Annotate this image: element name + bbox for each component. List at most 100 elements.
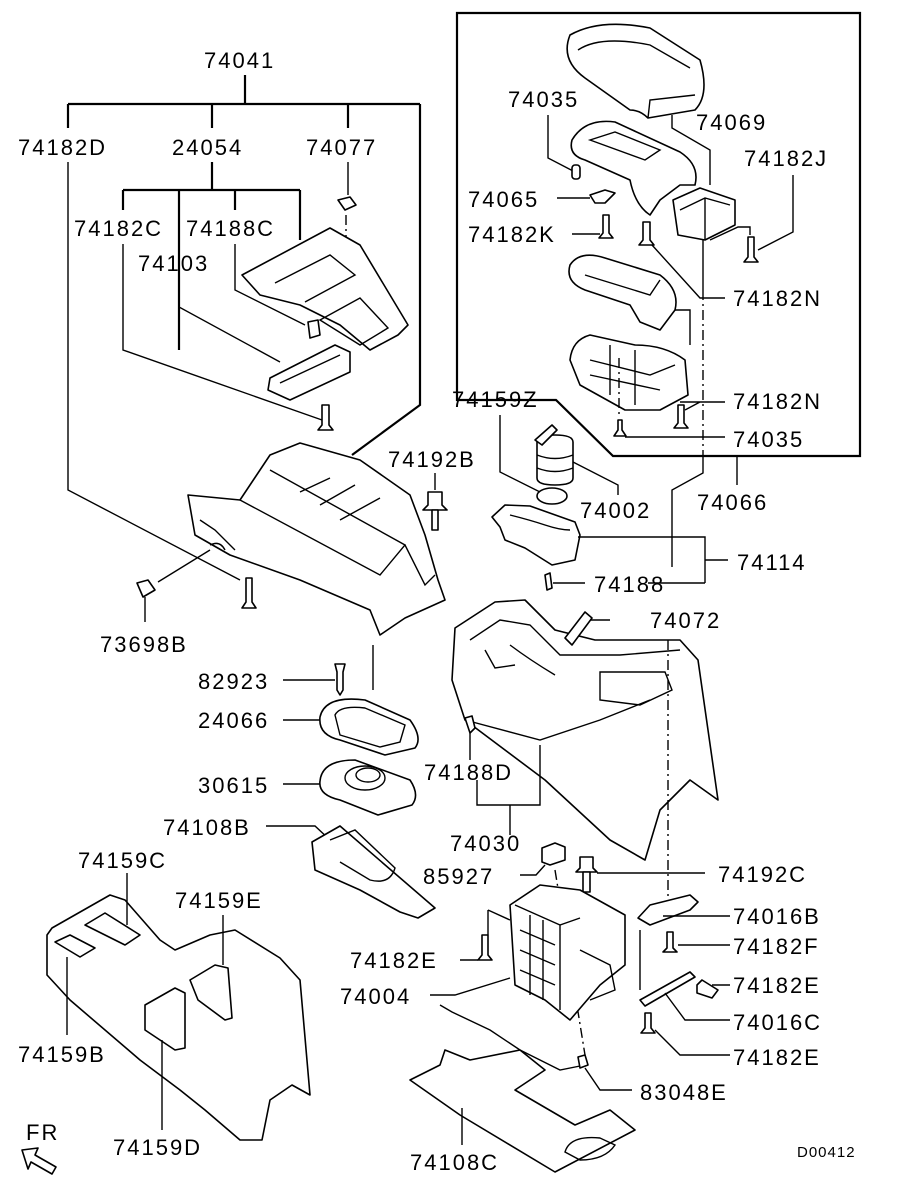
panel-74072 <box>564 611 593 646</box>
pad-74159B <box>54 934 96 958</box>
label-74188D: 74188D <box>424 760 513 785</box>
label-74016C: 74016C <box>733 1010 822 1035</box>
screw-74182K <box>598 214 614 239</box>
mat-74108B <box>311 825 436 919</box>
label-74159D: 74159D <box>113 1135 202 1160</box>
pad-74159E <box>189 964 233 1021</box>
front-direction-arrow-icon <box>21 1147 57 1175</box>
connector-83048E <box>577 1054 589 1069</box>
clip-73698B <box>136 579 156 598</box>
label-74002: 74002 <box>580 498 651 523</box>
clip-85927 <box>541 842 566 866</box>
screw-74182J <box>743 236 759 263</box>
label-74182E-lower: 74182E <box>733 1045 821 1070</box>
leader-74103 <box>178 278 281 363</box>
mat-74108C <box>409 1049 636 1173</box>
clip-74188D <box>464 715 476 734</box>
label-74159E: 74159E <box>175 888 263 913</box>
clip-74188C <box>307 319 321 339</box>
label-74192B: 74192B <box>388 447 476 472</box>
label-74004: 74004 <box>340 984 411 1009</box>
bolt-74192B <box>422 491 448 511</box>
ashtray-lid-74159Z <box>536 487 568 505</box>
screw-74182C <box>317 404 334 431</box>
bolt-74182E-right <box>696 979 719 999</box>
latch-74069 <box>672 187 736 241</box>
screw-74182E-left <box>477 934 493 961</box>
label-74065: 74065 <box>468 187 539 212</box>
label-74188: 74188 <box>594 572 665 597</box>
diagram-id: D00412 <box>797 1144 856 1161</box>
front-console-body <box>187 442 446 636</box>
label-front-direction: FR <box>26 1120 59 1145</box>
bolt-74192C <box>575 856 598 873</box>
label-74182N-upper: 74182N <box>733 286 822 311</box>
label-74035-lower: 74035 <box>733 427 804 452</box>
label-74159Z: 74159Z <box>452 387 539 412</box>
label-74108C: 74108C <box>410 1150 499 1175</box>
pin-74035-lower <box>613 419 627 437</box>
label-74030: 74030 <box>450 831 521 856</box>
label-74103: 74103 <box>138 251 209 276</box>
label-83048E: 83048E <box>640 1080 728 1105</box>
pad-74159D <box>144 987 186 1051</box>
label-24054: 24054 <box>172 135 243 160</box>
clip-74065 <box>589 189 616 204</box>
pin-74035 <box>571 164 581 180</box>
leader-74182C <box>122 244 323 421</box>
label-74069: 74069 <box>696 110 767 135</box>
bar-74016C <box>639 971 696 1007</box>
label-30615: 30615 <box>198 773 269 798</box>
clip-74188 <box>544 572 553 591</box>
screw-74182F <box>662 931 678 953</box>
screw-82923 <box>334 663 346 696</box>
label-74182E-left: 74182E <box>350 948 438 973</box>
label-82923: 82923 <box>198 669 269 694</box>
label-74192C: 74192C <box>718 862 807 887</box>
label-74077: 74077 <box>306 135 377 160</box>
label-74108B: 74108B <box>163 815 251 840</box>
label-74041: 74041 <box>204 48 275 73</box>
bracket-24054 <box>121 162 302 350</box>
label-74072: 74072 <box>650 608 721 633</box>
rear-console-74030 <box>451 599 719 861</box>
leader-74182D <box>67 162 241 581</box>
armrest-tray <box>568 254 677 331</box>
label-74114: 74114 <box>737 550 807 575</box>
cup-holder-74114 <box>491 504 581 566</box>
label-85927: 85927 <box>423 864 494 889</box>
clip-74077 <box>337 196 357 211</box>
screw-74182D <box>241 577 257 609</box>
screw-74182N-lower <box>673 404 689 429</box>
label-74016B: 74016B <box>733 904 821 929</box>
label-24066: 24066 <box>198 708 269 733</box>
shift-boot-30615 <box>319 759 417 816</box>
screw-74182N-upper <box>638 221 655 246</box>
bracket-74016B <box>637 894 699 926</box>
label-74182N-lower: 74182N <box>733 389 822 414</box>
label-73698B: 73698B <box>100 632 188 657</box>
armrest-lid <box>566 23 705 119</box>
wire-83048E <box>439 1004 586 1071</box>
armrest-assembly-box <box>455 11 862 458</box>
label-74159C: 74159C <box>78 848 167 873</box>
label-74182F: 74182F <box>733 934 820 959</box>
label-74188C: 74188C <box>186 216 275 241</box>
label-74159B: 74159B <box>18 1042 106 1067</box>
label-74182J: 74182J <box>744 146 828 171</box>
pocket-74103 <box>267 344 351 401</box>
armrest-base <box>569 334 689 411</box>
label-74182C: 74182C <box>74 216 163 241</box>
boot-ring-24066 <box>319 698 419 756</box>
bracket-74041 <box>66 75 422 456</box>
label-74182D: 74182D <box>18 135 107 160</box>
label-74035: 74035 <box>508 87 579 112</box>
label-74182E-right: 74182E <box>733 973 821 998</box>
leader-74188C <box>234 244 306 326</box>
label-74066: 74066 <box>697 490 768 515</box>
screw-74182E-lower <box>640 1012 656 1034</box>
label-74182K: 74182K <box>468 222 556 247</box>
pad-74159C <box>84 912 141 946</box>
shift-panel-24054 <box>241 227 409 351</box>
